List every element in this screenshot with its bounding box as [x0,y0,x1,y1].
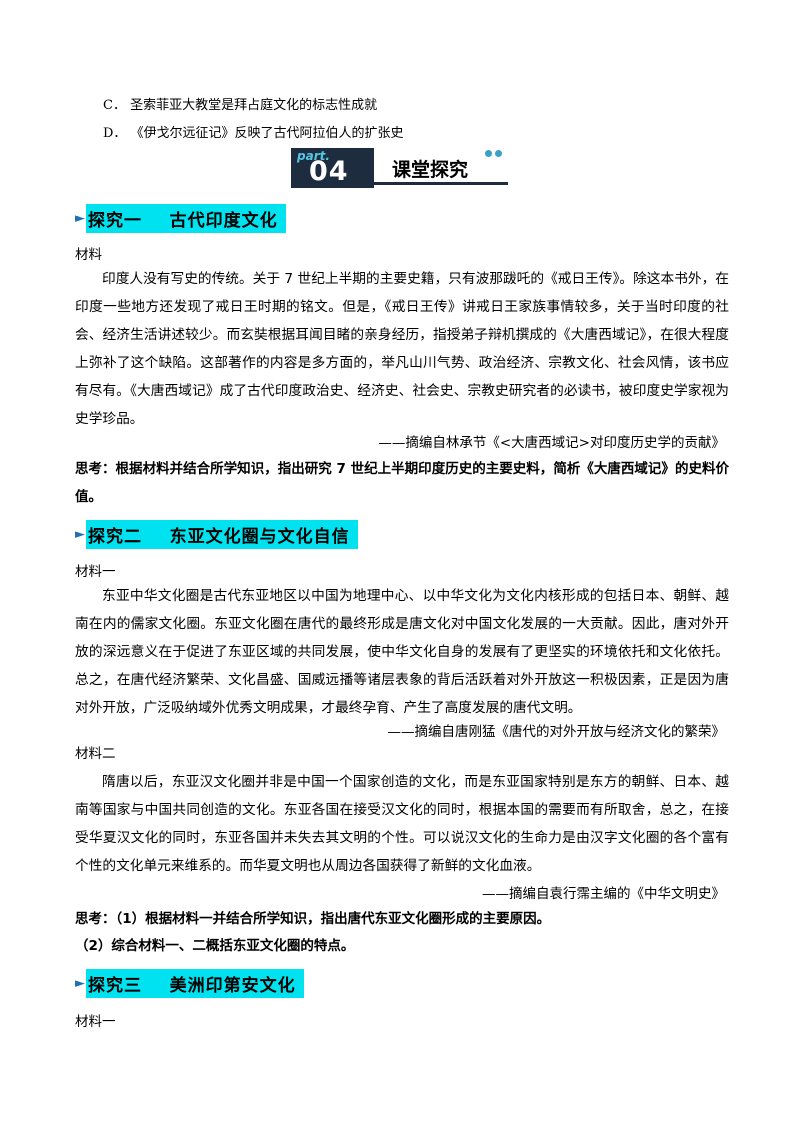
source-citation: ——摘编自袁行霈主编的《中华文明史》 [482,886,725,902]
section-banner: part. 04 课堂探究 [291,148,508,188]
think-question: （2）综合材料一、二概括东亚文化圈的特点。 [75,938,355,954]
section-title-1: 探究一 古代印度文化 [86,203,286,233]
triangle-bullet-icon: ► [75,526,85,542]
triangle-bullet-icon: ► [75,210,85,226]
think-question: 思考：根据材料并结合所学知识，指出研究 7 世纪上半期印度历史的主要史料，简析《… [75,461,729,505]
section-title-2: 探究二 东亚文化圈与文化自信 [86,519,358,549]
material-label: 材料二 [75,746,116,762]
banner-title: 课堂探究 [392,159,469,181]
material-label: 材料 [75,247,102,263]
section-heading-1: ► 探究一 古代印度文化 [75,203,286,233]
section-heading-2: ► 探究二 东亚文化圈与文化自信 [75,519,358,549]
source-citation: ——摘编自林承节《<大唐西域记>对印度历史学的贡献》 [378,435,725,451]
material-label: 材料一 [75,1014,116,1030]
section-heading-3: ► 探究三 美洲印第安文化 [75,968,304,998]
material-paragraph: 东亚中华文化圈是古代东亚地区以中国为地理中心、以中华文化为文化内核形成的包括日本… [75,588,729,716]
section-title-3: 探究三 美洲印第安文化 [86,968,304,998]
material-label: 材料一 [75,564,116,580]
decor-dot-icon [495,150,502,157]
banner-number: 04 [309,156,349,187]
banner-number-block: part. 04 [291,148,374,188]
material-paragraph: 印度人没有写史的传统。关于 7 世纪上半期的主要史籍，只有波那跋吒的《戒日王传》… [75,271,729,427]
banner-title-block: 课堂探究 [374,148,508,185]
option-c: C． 圣索菲亚大教堂是拜占庭文化的标志性成就 [103,98,378,113]
material-paragraph: 隋唐以后，东亚汉文化圈并非是中国一个国家创造的文化，而是东亚国家特别是东方的朝鲜… [75,774,729,874]
think-question: 思考：（1）根据材料一并结合所学知识，指出唐代东亚文化圈形成的主要原因。 [75,911,551,927]
decor-dot-icon [485,150,492,157]
source-citation: ——摘编自唐刚猛《唐代的对外开放与经济文化的繁荣》 [387,724,726,740]
triangle-bullet-icon: ► [75,975,85,991]
option-d: D． 《伊戈尔远征记》反映了古代阿拉伯人的扩张史 [103,126,404,141]
banner-part-label: part. [297,149,330,163]
